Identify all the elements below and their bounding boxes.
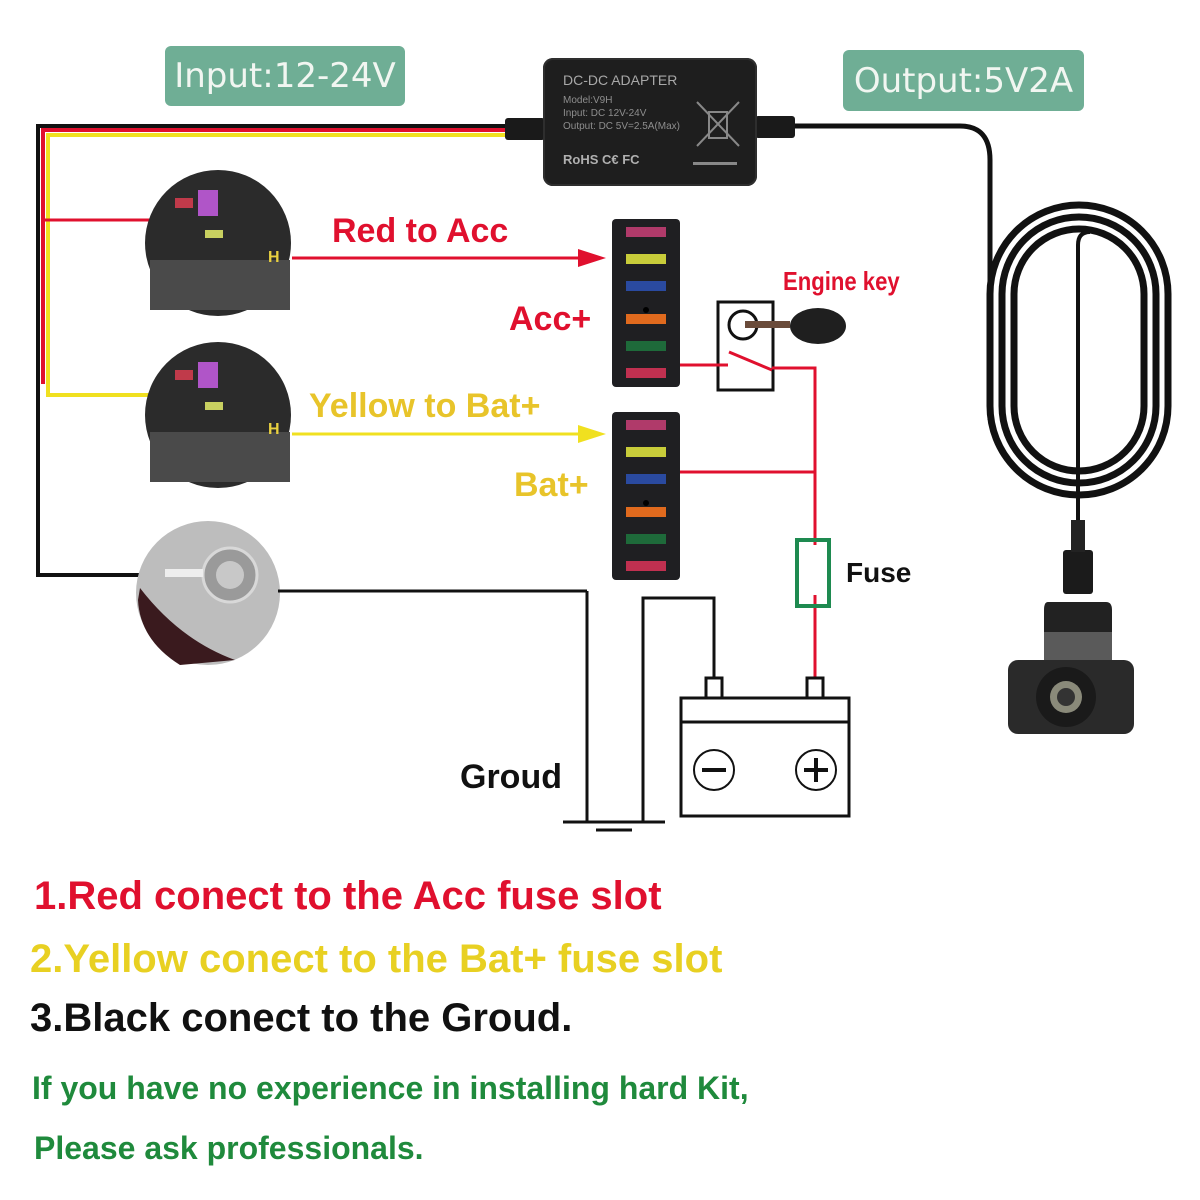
fuse-slot xyxy=(626,474,666,484)
black-wire xyxy=(36,124,540,577)
cable-to-camera xyxy=(1076,230,1091,520)
fuse-box-hole xyxy=(643,500,649,506)
fuse-slot xyxy=(626,254,666,264)
bat-fuse-photo: H xyxy=(145,342,291,488)
fuse-slot xyxy=(626,281,666,291)
fuse-slot xyxy=(626,368,666,378)
ground-symbol xyxy=(563,820,665,832)
fuse-box-body xyxy=(612,219,680,387)
adapter-strain-relief-right xyxy=(755,116,795,138)
red-wire xyxy=(41,128,540,384)
instruction-2: 2.Yellow conect to the Bat+ fuse slot xyxy=(30,937,723,981)
fuse-box-body xyxy=(612,412,680,580)
engine-key-label: Engine key xyxy=(783,266,900,296)
instruction-3: 3.Black conect to the Groud. xyxy=(30,996,573,1040)
bat-fuse-box xyxy=(612,412,680,580)
inline-fuse-symbol xyxy=(795,538,831,608)
dashcam-lens-center xyxy=(1057,688,1075,706)
fuse-slot xyxy=(626,420,666,430)
adapter-certifications: RoHS C€ FC xyxy=(563,152,640,167)
input-voltage-badge: Input:12-24V xyxy=(165,46,405,106)
bat-photo-label: H xyxy=(268,421,280,438)
harness-wires xyxy=(36,116,795,577)
ground-label: Groud xyxy=(460,758,562,796)
battery-plus-icon xyxy=(795,749,837,791)
usb-plug xyxy=(1063,550,1093,594)
red-arrow xyxy=(292,249,606,267)
instruction-1: 1.Red conect to the Acc fuse slot xyxy=(34,874,662,918)
warning-line-1: If you have no experience in installing … xyxy=(32,1070,749,1106)
warning-line-2: Please ask professionals. xyxy=(34,1130,424,1166)
adapter-model: Model:V9H xyxy=(563,95,613,106)
car-key-icon xyxy=(790,308,846,344)
yellow-wire xyxy=(46,133,540,397)
dashcam xyxy=(1008,602,1134,734)
usb-plug-neck xyxy=(1071,520,1085,552)
fuse-slot xyxy=(626,227,666,237)
fuse-slot xyxy=(626,561,666,571)
fuse-label: Fuse xyxy=(846,557,912,588)
acc-plus-label: Acc+ xyxy=(509,300,592,338)
battery xyxy=(641,596,851,822)
acc-fuse-box xyxy=(612,219,680,387)
fuse-slot xyxy=(626,507,666,517)
acc-photo-label: H xyxy=(268,249,280,266)
output-cable-line xyxy=(795,123,993,420)
adapter-input: Input: DC 12V-24V xyxy=(563,108,647,119)
recycle-bin-crossed-icon xyxy=(696,101,740,147)
battery-minus-icon xyxy=(693,749,735,791)
adapter-title: DC-DC ADAPTER xyxy=(563,72,678,88)
adapter-strain-relief-left xyxy=(505,118,545,140)
yellow-arrow xyxy=(292,425,606,443)
output-cable xyxy=(795,123,1172,594)
fuse-slot xyxy=(626,314,666,324)
ground-bolt-photo xyxy=(136,521,280,665)
output-voltage-badge: Output:5V2A xyxy=(843,50,1084,111)
engine-key-switch xyxy=(716,300,846,392)
adapter-specs: Model:V9H Input: DC 12V-24V Output: DC 5… xyxy=(563,94,680,133)
dashcam-mount-base xyxy=(1044,632,1112,662)
dc-dc-adapter: DC-DC ADAPTER Model:V9H Input: DC 12V-24… xyxy=(543,58,757,186)
key-to-fuse-wire xyxy=(772,366,817,545)
bat-plus-label: Bat+ xyxy=(514,466,589,504)
fuse-slot xyxy=(626,534,666,544)
fuse-box-hole xyxy=(643,307,649,313)
adapter-underline xyxy=(693,162,737,165)
acc-fuse-photo: H xyxy=(145,170,291,316)
fuse-slot xyxy=(626,447,666,457)
fuse-slot xyxy=(626,341,666,351)
red-to-acc-label: Red to Acc xyxy=(332,212,509,250)
yellow-to-bat-label: Yellow to Bat+ xyxy=(309,387,541,425)
adapter-output: Output: DC 5V=2.5A(Max) xyxy=(563,121,680,132)
